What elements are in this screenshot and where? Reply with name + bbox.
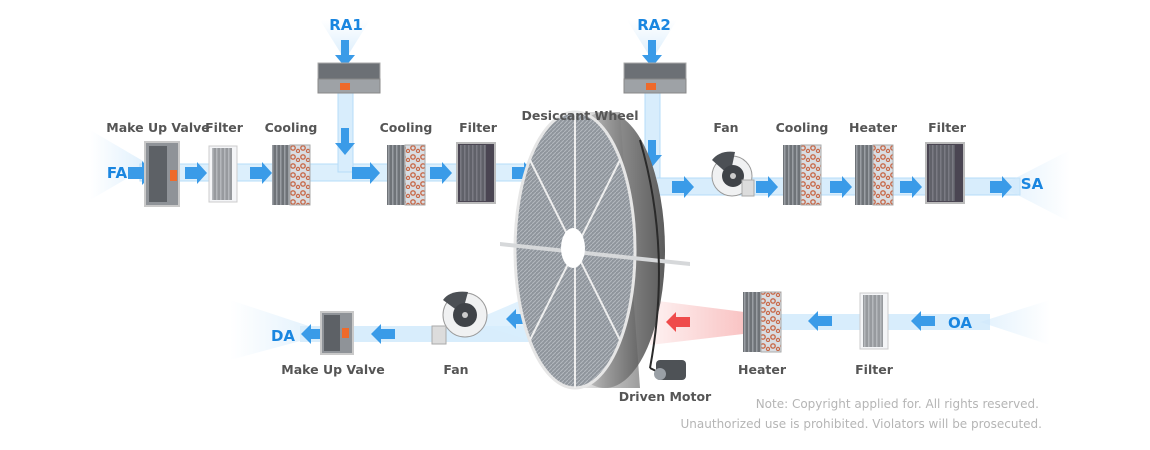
label-make-up-valve: Make Up Valve (106, 120, 210, 135)
supply-fan-icon (711, 151, 755, 197)
arrow-right-icon (430, 162, 452, 184)
cooling-coil-2-icon (387, 144, 426, 206)
bag-filter-1-icon (456, 142, 496, 204)
air-label-ra1: RA1 (329, 16, 363, 34)
filter-1-icon (208, 145, 238, 203)
label-cooling: Cooling (775, 120, 829, 135)
label-filter: Filter (459, 120, 497, 135)
arrow-right-icon (830, 176, 852, 198)
flow-arrows (128, 40, 1012, 344)
hot-arrow-left-icon (666, 312, 690, 332)
air-label-oa: OA (948, 314, 972, 332)
ra2-damper-icon (623, 62, 687, 94)
exhaust-make-up-valve-icon (320, 311, 354, 355)
label-cooling: Cooling (264, 120, 318, 135)
label-cooling: Cooling (379, 120, 433, 135)
desiccant-wheel-icon (500, 110, 690, 390)
arrow-right-icon (990, 176, 1012, 198)
label-heater: Heater (849, 120, 897, 135)
supply-bag-filter-icon (925, 142, 965, 204)
arrow-right-icon (900, 176, 922, 198)
copyright-note-line2: Unauthorized use is prohibited. Violator… (680, 417, 1042, 431)
label-fan: Fan (713, 120, 739, 135)
arrow-right-icon (756, 176, 778, 198)
driven-motor-icon (654, 360, 686, 380)
arrow-right-icon (185, 162, 207, 184)
label-desiccant-wheel: Desiccant Wheel (521, 108, 639, 123)
exhaust-fan-icon (431, 291, 488, 345)
arrow-left-icon (371, 324, 395, 344)
regeneration-air-stream (650, 300, 1050, 345)
arrow-left-icon (911, 311, 935, 331)
label-filter: Filter (855, 362, 893, 377)
arrow-down-icon (335, 40, 355, 67)
air-label-da: DA (270, 327, 296, 345)
supply-heater-coil-icon (855, 144, 894, 206)
regen-filter-icon (859, 292, 889, 350)
make-up-valve-fa-icon (144, 141, 180, 207)
label-fan: Fan (443, 362, 469, 377)
arrow-left-icon (301, 324, 325, 344)
regen-heater-coil-icon (743, 291, 782, 353)
label-filter: Filter (205, 120, 243, 135)
arrow-down-icon (335, 128, 355, 155)
air-label-ra2: RA2 (637, 16, 671, 34)
label-driven-motor: Driven Motor (618, 389, 712, 404)
arrow-left-icon (808, 311, 832, 331)
air-label-sa: SA (1020, 175, 1044, 193)
arrow-down-icon (642, 40, 662, 67)
arrow-right-icon (672, 176, 694, 198)
label-filter: Filter (928, 120, 966, 135)
cooling-coil-1-icon (272, 144, 311, 206)
exhaust-air-stream (230, 290, 545, 360)
label-heater: Heater (738, 362, 786, 377)
label-make-up-valve: Make Up Valve (281, 362, 385, 377)
copyright-note-line1: Note: Copyright applied for. All rights … (755, 397, 1039, 411)
air-label-fa: FA (106, 164, 128, 182)
supply-cooling-coil-icon (783, 144, 822, 206)
arrow-right-icon (250, 162, 272, 184)
ra1-damper-icon (317, 62, 381, 94)
arrow-right-icon (352, 162, 380, 184)
